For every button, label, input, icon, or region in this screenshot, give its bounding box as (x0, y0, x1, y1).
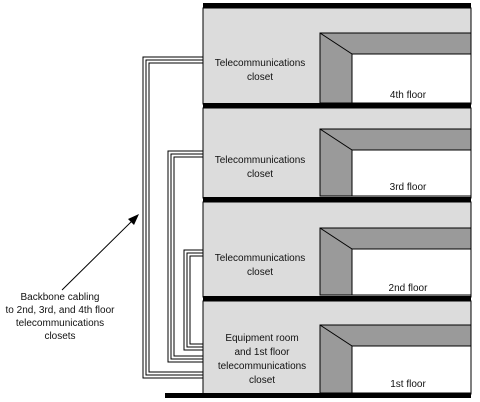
closet-label-floor-1-line-3: telecommunications (218, 361, 306, 372)
room-bevel-floor-2 (319, 227, 353, 250)
cable-to-2nd-floor (183, 249, 203, 351)
floor-label-3: 3rd floor (390, 182, 427, 193)
callout-arrow (61, 214, 139, 291)
closet-label-floor-4-line-1: Telecommunications (215, 58, 306, 69)
callout-text: Backbone cabling to 2nd, 3rd, and 4th fl… (6, 292, 116, 342)
room-interior-floor-3 (351, 149, 472, 197)
callout-line-3: telecommunications (16, 318, 104, 329)
floor-labels: 4th floor 3rd floor 2nd floor 1st floor (389, 90, 429, 390)
floor-label-1: 1st floor (390, 379, 426, 390)
callout-line-2: to 2nd, 3rd, and 4th floor (6, 305, 116, 316)
slab-top (203, 3, 471, 8)
floor-3 (202, 107, 472, 199)
slab-2-1 (203, 296, 471, 301)
floor-label-2: 2nd floor (389, 283, 429, 294)
floor-4 (202, 7, 472, 105)
callout-line-4: closets (44, 331, 75, 342)
room-interior-floor-2 (351, 248, 472, 296)
closet-label-floor-3-line-2: closet (247, 169, 273, 180)
room-bevel-floor-4 (319, 32, 353, 55)
cable-to-4th-floor (142, 56, 203, 379)
building (165, 3, 472, 398)
slab-3-2 (203, 197, 471, 202)
closet-label-floor-1-line-4: closet (249, 375, 275, 386)
callout-line-1: Backbone cabling (21, 292, 100, 303)
slab-ground (165, 393, 471, 398)
backbone-cables (142, 56, 203, 379)
closet-label-floor-1-line-2: and 1st floor (234, 347, 290, 358)
closet-labels: Telecommunications closet Telecommunicat… (215, 58, 306, 386)
closet-label-floor-4-line-2: closet (247, 72, 273, 83)
cable-to-3rd-floor (167, 150, 203, 363)
closet-label-floor-3-line-1: Telecommunications (215, 155, 306, 166)
floor-label-4: 4th floor (390, 90, 427, 101)
floor-1 (202, 300, 472, 395)
closet-label-floor-1-line-1: Equipment room (225, 333, 298, 344)
slab-4-3 (203, 103, 471, 108)
room-bevel-floor-3 (319, 128, 353, 151)
room-bevel-floor-1 (319, 324, 353, 347)
closet-label-floor-2-line-1: Telecommunications (215, 253, 306, 264)
callout-arrowhead (128, 214, 139, 225)
closet-label-floor-2-line-2: closet (247, 267, 273, 278)
floor-2 (202, 201, 472, 298)
